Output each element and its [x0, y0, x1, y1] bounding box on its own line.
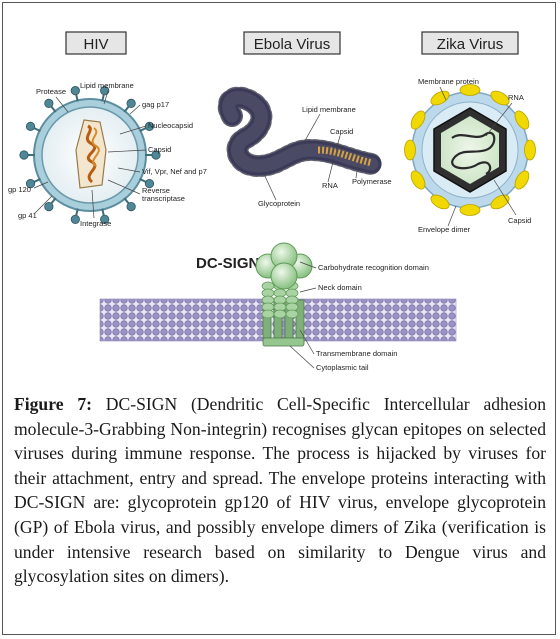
- dcsign-crd-heads: [255, 242, 313, 290]
- hiv-label-vif: Vif, Vpr, Nef and p7: [142, 167, 207, 176]
- hiv-label-integrase: Integrase: [80, 219, 111, 228]
- zika-labels: Membrane protein RNA Capsid Envelope dim…: [418, 77, 531, 234]
- hiv-labels: Protease Lipid membrane gag p17 Nucleoca…: [8, 81, 207, 228]
- dcsign-title: DC-SIGN: [196, 255, 259, 272]
- hiv-spikes: [19, 86, 161, 224]
- hiv-title: HIV: [83, 36, 108, 53]
- ebola-labels: Lipid membrane Capsid RNA Polymerase Gly…: [258, 105, 392, 208]
- caption-text: DC-SIGN (Dendritic Cell-Specific Interce…: [14, 394, 546, 587]
- ebola-label-capsid: Capsid: [330, 127, 353, 136]
- ebola-label-lipid-membrane: Lipid membrane: [302, 105, 356, 114]
- ebola-label-glycoprotein: Glycoprotein: [258, 199, 300, 208]
- zika-title: Zika Virus: [437, 36, 503, 53]
- zika-label-envelope-dimer: Envelope dimer: [418, 225, 471, 234]
- caption-label: Figure 7:: [14, 394, 92, 414]
- figure-illustration: HIV Ebola Virus Zika Virus Protease Lipi…: [8, 31, 536, 372]
- ebola-label-polymerase: Polymerase: [352, 177, 392, 186]
- hiv-title-box: HIV: [65, 31, 127, 55]
- hiv-label-protease: Protease: [36, 87, 66, 96]
- dcsign-label-transmembrane: Transmembrane domain: [316, 349, 397, 358]
- dcsign-labels: Carbohydrate recognition domain Neck dom…: [289, 261, 429, 372]
- hiv-label-gag: gag p17: [142, 100, 169, 109]
- hiv-label-reverse: Reverse: [142, 186, 170, 195]
- ebola-title-box: Ebola Virus: [243, 31, 341, 55]
- zika-envelope-dimers: [404, 84, 536, 216]
- dcsign-receptor: [255, 242, 313, 347]
- hiv-label-lipid-membrane: Lipid membrane: [80, 81, 134, 90]
- zika-label-rna: RNA: [508, 93, 524, 102]
- hiv-label-nucleocapsid: Nucleocapsid: [148, 121, 193, 130]
- hiv-label-gp120: gp 120: [8, 185, 31, 194]
- ebola-title: Ebola Virus: [254, 36, 330, 53]
- hiv-virion: [19, 86, 161, 224]
- ebola-virion: [217, 86, 383, 178]
- dcsign-tails: [262, 299, 305, 347]
- zika-label-capsid: Capsid: [508, 216, 531, 225]
- hiv-label-gp41: gp 41: [18, 211, 37, 220]
- zika-virion: [404, 84, 536, 216]
- figure-caption: Figure 7: DC-SIGN (Dendritic Cell-Specif…: [14, 392, 546, 589]
- dcsign-label-crd: Carbohydrate recognition domain: [318, 263, 429, 272]
- zika-label-membrane-protein: Membrane protein: [418, 77, 479, 86]
- hiv-label-capsid: Capsid: [148, 145, 171, 154]
- dcsign-label-neck: Neck domain: [318, 283, 362, 292]
- hiv-label-transcriptase: transcriptase: [142, 194, 185, 203]
- dcsign-label-cytoplasmic: Cytoplasmic tail: [316, 363, 369, 372]
- zika-title-box: Zika Virus: [421, 31, 519, 55]
- ebola-label-rna: RNA: [322, 181, 338, 190]
